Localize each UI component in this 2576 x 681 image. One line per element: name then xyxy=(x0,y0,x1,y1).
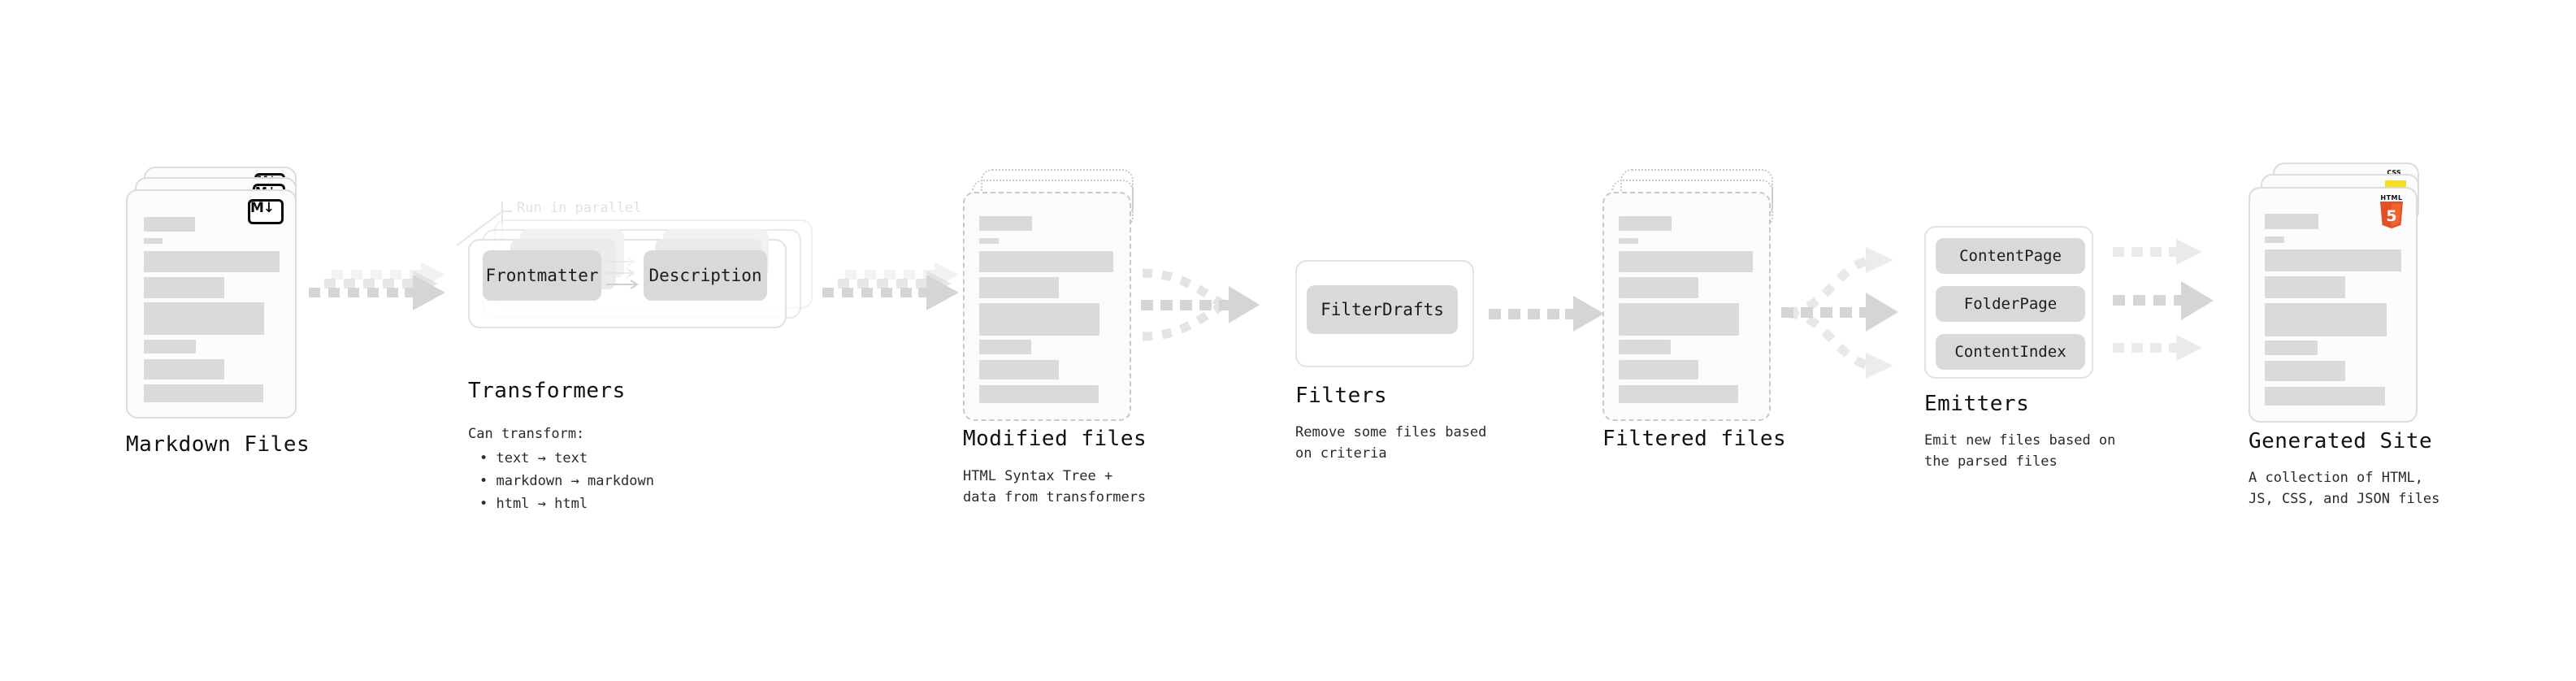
transformers-bullet-0: • text → text xyxy=(479,450,588,466)
filtered-file-stack xyxy=(1602,169,1789,421)
generated-site-description: A collection of HTML, JS, CSS, and JSON … xyxy=(2249,470,2440,508)
caption-emitters: Emitters xyxy=(1924,392,2030,416)
content-bar xyxy=(2265,387,2385,406)
caption-transformers: Transformers xyxy=(468,379,626,403)
filtered-doc-front xyxy=(1602,192,1771,421)
content-bar xyxy=(2265,361,2345,381)
arrow-filtered-to-emitters xyxy=(1781,247,1898,379)
emitter-chip-contentindex[interactable]: ContentIndex xyxy=(1936,334,2085,370)
transformer-chip-frontmatter[interactable]: Frontmatter xyxy=(483,250,601,301)
transformers-bullet-1: • markdown → markdown xyxy=(479,473,654,489)
emitter-chip-contentpage[interactable]: ContentPage xyxy=(1936,238,2085,274)
content-bar xyxy=(144,359,224,380)
markdown-doc-front: M↓ xyxy=(126,189,297,419)
content-bar xyxy=(2265,303,2387,336)
content-bar xyxy=(1619,251,1753,272)
modified-doc-front xyxy=(963,192,1131,421)
content-bar xyxy=(979,277,1059,298)
filter-chip-filterdrafts[interactable]: FilterDrafts xyxy=(1307,285,1458,334)
generated-doc-html: HTML 5 xyxy=(2249,187,2418,423)
content-bar xyxy=(2265,340,2318,355)
content-bar xyxy=(1619,303,1739,336)
arrow-emitters-to-site xyxy=(2113,239,2214,361)
arrow-markdown-to-transformers xyxy=(309,262,445,310)
caption-markdown-files: Markdown Files xyxy=(126,432,310,457)
run-in-parallel-label: Run in parallel xyxy=(517,200,642,216)
content-bar xyxy=(979,340,1031,354)
markdown-file-stack: M↓ M↓ M↓ xyxy=(126,167,313,419)
stage-markdown-files: M↓ M↓ M↓ xyxy=(126,167,313,419)
content-bar xyxy=(2265,214,2318,229)
content-bar xyxy=(144,384,263,402)
markdown-doc-content: M↓ xyxy=(128,191,295,417)
emitters-box: ContentPage FolderPage ContentIndex xyxy=(1924,226,2093,379)
caption-filters: Filters xyxy=(1295,384,1388,408)
arrow-transformers-to-modified xyxy=(822,262,959,310)
generated-site-stack: CSS HTML 5 xyxy=(2249,163,2444,423)
html5-icon-shield: 5 xyxy=(2380,202,2403,228)
modified-doc-content xyxy=(965,193,1130,419)
filters-description: Remove some files based on criteria xyxy=(1295,424,1487,462)
transformers-bullet-2: • html → html xyxy=(479,496,588,512)
markdown-icon-letter: M xyxy=(250,200,264,216)
caption-modified-files: Modified files xyxy=(963,427,1147,451)
caption-generated-site: Generated Site xyxy=(2249,429,2433,453)
html5-icon-digit: 5 xyxy=(2386,207,2396,225)
content-bar xyxy=(1619,340,1671,354)
css3-icon-label: CSS xyxy=(2387,169,2401,176)
stage-filtered-files xyxy=(1602,169,1789,421)
content-bar xyxy=(2265,276,2345,298)
filtered-doc-content xyxy=(1604,193,1769,419)
modified-files-description: HTML Syntax Tree + data from transformer… xyxy=(963,468,1147,506)
caption-filtered-files: Filtered files xyxy=(1602,427,1787,451)
content-bar xyxy=(979,251,1113,272)
content-bar xyxy=(979,216,1032,231)
content-bar xyxy=(144,340,196,354)
content-bar xyxy=(144,277,224,298)
content-bar xyxy=(144,217,195,232)
transformer-chip-description[interactable]: Description xyxy=(644,250,767,301)
content-bar xyxy=(2265,249,2401,271)
transformer-inner-arrows xyxy=(606,257,639,289)
content-bar xyxy=(144,302,264,335)
html5-icon-label: HTML xyxy=(2380,194,2403,202)
arrow-filters-to-filtered xyxy=(1489,296,1604,332)
content-bar xyxy=(1619,277,1698,298)
markdown-icon: M↓ xyxy=(248,199,284,224)
arrow-modified-to-filters xyxy=(1141,268,1260,341)
stage-modified-files xyxy=(963,169,1150,421)
content-bar xyxy=(1619,216,1672,231)
content-bar xyxy=(1619,360,1698,380)
content-bar xyxy=(979,385,1099,403)
content-bar xyxy=(2265,236,2284,243)
modified-file-stack xyxy=(963,169,1150,421)
html5-icon: HTML 5 xyxy=(2379,194,2405,229)
transformers-description: Can transform: xyxy=(468,426,585,442)
content-bar xyxy=(979,303,1099,336)
content-bar xyxy=(979,238,999,244)
content-bar xyxy=(144,251,280,272)
markdown-icon-arrow: ↓ xyxy=(262,200,275,216)
emitter-chip-folderpage[interactable]: FolderPage xyxy=(1936,286,2085,322)
content-bar xyxy=(979,360,1059,380)
emitters-description: Emit new files based on the parsed files xyxy=(1924,432,2116,471)
stage-generated-site: CSS HTML 5 xyxy=(2249,163,2444,423)
content-bar xyxy=(1619,238,1638,244)
filters-box: FilterDrafts xyxy=(1295,260,1474,367)
content-bar xyxy=(144,238,163,244)
transformers-box-front: Frontmatter Description xyxy=(468,229,787,328)
generated-doc-content: HTML 5 xyxy=(2250,189,2416,421)
content-bar xyxy=(1619,385,1738,403)
